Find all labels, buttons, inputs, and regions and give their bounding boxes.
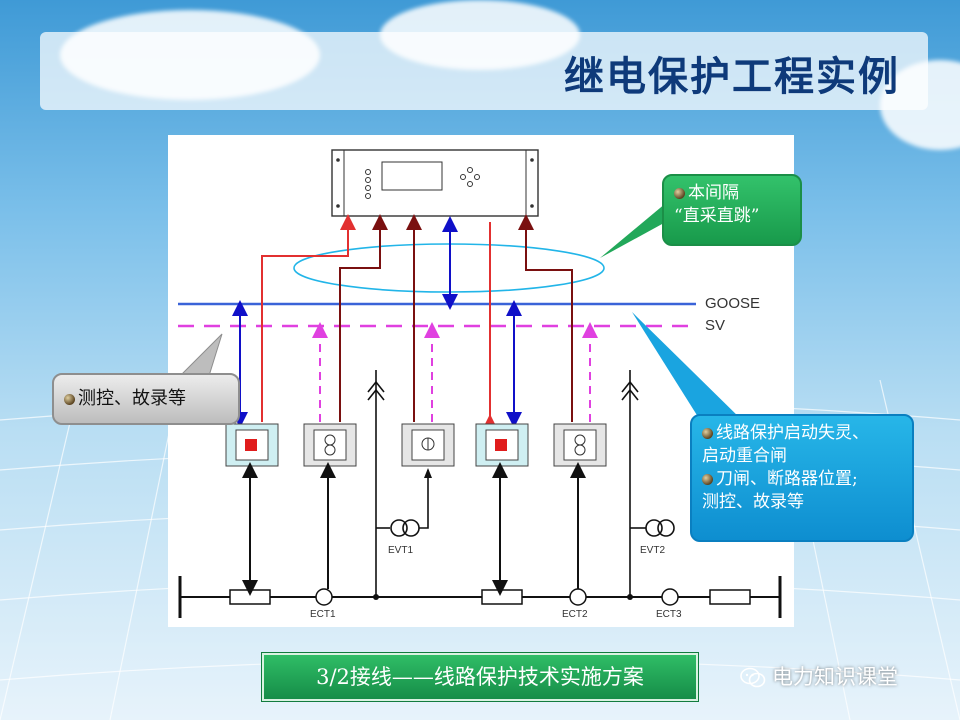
info-callout-line1: 线路保护启动失灵、 [716, 423, 869, 443]
monitor-callout: 测控、故录等 [52, 373, 240, 425]
ct-ect2 [569, 588, 587, 606]
evt1-label: EVT1 [388, 545, 414, 556]
sample-line-ect1 [339, 214, 388, 422]
bullet-icon [702, 428, 713, 439]
slide-title: 继电保护工程实例 [564, 54, 900, 100]
line-feeder-1 [367, 370, 429, 597]
breaker-3 [709, 589, 751, 605]
ct-ect3 [661, 588, 679, 606]
info-callout-line2: 启动重合闸 [702, 446, 787, 466]
protection-device [331, 149, 539, 217]
intelligent-terminal-2 [475, 423, 529, 467]
info-callout-line4: 测控、故录等 [702, 492, 804, 512]
monitor-callout-text: 测控、故录等 [78, 388, 186, 409]
slide-caption: 3/2接线——线路保护技术实施方案 [262, 653, 698, 701]
bullet-icon [674, 188, 685, 199]
ect1-label: ECT1 [310, 609, 336, 620]
info-callout: 线路保护启动失灵、 启动重合闸 刀闸、断路器位置; 测控、故录等 [690, 414, 914, 542]
evt2-label: EVT2 [640, 545, 666, 556]
ct-ect1 [315, 588, 333, 606]
merging-unit-ect1 [303, 423, 357, 467]
merging-unit-ect2 [553, 423, 607, 467]
direct-callout-line1: 本间隔 [688, 183, 739, 203]
breaker-2 [481, 589, 523, 605]
callout-blue-pointer [632, 312, 746, 424]
line-feeder-2 [621, 370, 675, 597]
title-bar [40, 32, 928, 110]
watermark: 电力知识课堂 [740, 662, 898, 692]
info-callout-line3: 刀闸、断路器位置; [716, 469, 858, 489]
trip-line-1 [261, 214, 356, 422]
ect2-label: ECT2 [562, 609, 588, 620]
sample-line-ect2 [518, 214, 573, 422]
direct-callout-line2: “直采直跳” [674, 206, 760, 226]
bullet-icon [702, 474, 713, 485]
intelligent-terminal-1 [225, 423, 279, 467]
ect3-label: ECT3 [656, 609, 682, 620]
wechat-icon [740, 667, 766, 688]
sv-label: SV [705, 317, 726, 334]
goose-label: GOOSE [705, 295, 761, 312]
watermark-text: 电力知识课堂 [772, 665, 898, 689]
direct-sampling-callout: 本间隔 “直采直跳” [662, 174, 802, 246]
merging-unit-evt1 [401, 423, 455, 467]
breaker-1 [229, 589, 271, 605]
bullet-icon [64, 393, 75, 405]
